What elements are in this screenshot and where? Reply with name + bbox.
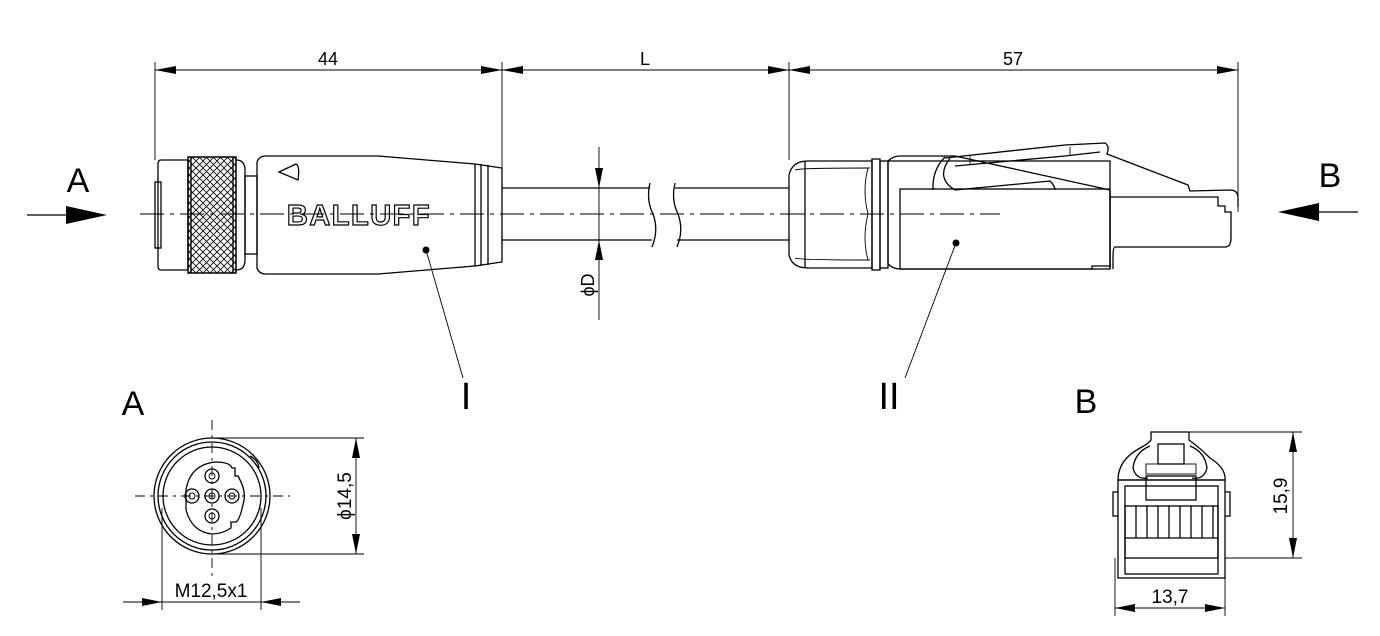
- triangle-marker-icon: [277, 163, 300, 181]
- detail-view-b: B 15,9: [1075, 383, 1302, 616]
- detail-view-a: A ϕ14,5 M12,5x1: [122, 385, 364, 610]
- dimension-14-5-label: ϕ14,5: [335, 472, 356, 520]
- dimension-13-7-label: 13,7: [1152, 587, 1189, 608]
- rj45-contacts: [1125, 506, 1218, 539]
- arrow-right-icon: [66, 206, 107, 224]
- view-arrow-b-label: B: [1319, 157, 1342, 195]
- dimension-57-label: 57: [1003, 49, 1023, 69]
- part-callout-i: I: [461, 376, 472, 418]
- dimension-57: 57: [789, 49, 1239, 212]
- connector-m12-female: BALLUFF: [154, 155, 503, 379]
- cable-break-mark: [647, 182, 657, 248]
- detail-view-b-title: B: [1075, 383, 1098, 421]
- dimension-44: 44: [154, 49, 503, 168]
- detail-view-a-title: A: [122, 385, 145, 423]
- dimension-cable-length: L: [502, 49, 790, 160]
- dimension-m12-label: M12,5x1: [175, 581, 248, 602]
- part-callout-ii: II: [878, 376, 899, 418]
- dimension-l-label: L: [640, 49, 650, 69]
- view-arrow-b: B: [1278, 157, 1358, 221]
- dimension-d-label: ϕD: [578, 273, 598, 296]
- arrow-left-icon: [1278, 203, 1319, 221]
- view-arrow-a-label: A: [67, 162, 90, 200]
- dimension-cable-diameter: ϕD: [578, 147, 603, 320]
- view-arrow-a: A: [27, 162, 107, 224]
- cable-break-mark: [672, 182, 682, 248]
- dimension-15-9-label: 15,9: [1271, 478, 1292, 515]
- dimension-44-label: 44: [318, 49, 338, 69]
- balluff-logo: BALLUFF: [287, 200, 431, 232]
- cable: [502, 182, 789, 248]
- connector-rj45: [788, 142, 1239, 379]
